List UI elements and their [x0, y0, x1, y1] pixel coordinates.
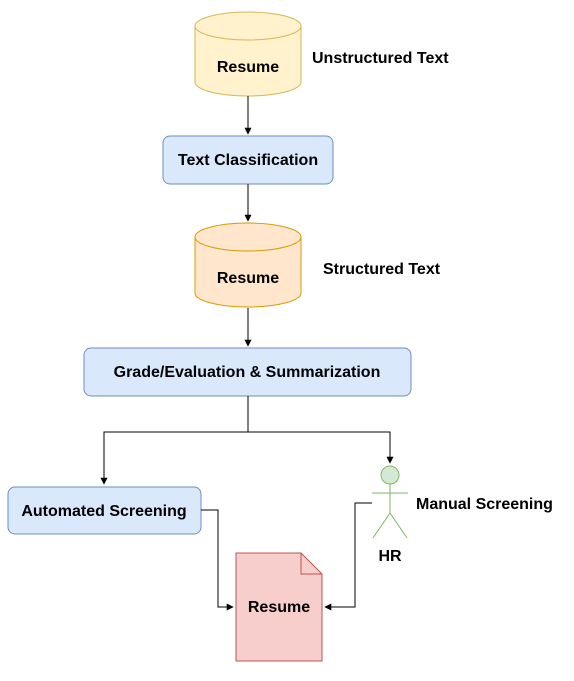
database-label: Resume [217, 59, 279, 76]
process-label: Text Classification [178, 152, 318, 169]
edge-hr-to-document [324, 502, 372, 611]
hr-actor-icon[interactable] [372, 465, 408, 539]
hr-actor-label: HR [378, 548, 402, 565]
cylinder-body [194, 237, 302, 308]
database-structured-resume[interactable]: Resume [194, 222, 302, 308]
grade-evaluation-process[interactable]: Grade/Evaluation & Summarization [83, 347, 412, 397]
resume-document[interactable]: Resume [235, 552, 323, 662]
edge-automated-to-document [201, 509, 234, 611]
process-label: Grade/Evaluation & Summarization [114, 364, 381, 381]
edge-grade-to-hr [248, 431, 394, 464]
manual-screening-caption: Manual Screening [416, 496, 553, 513]
edge-grade-to-automated [100, 396, 249, 485]
actor-head [380, 465, 400, 485]
cylinder-top [194, 11, 302, 41]
structured-text-caption: Structured Text [323, 261, 441, 278]
document-label: Resume [248, 599, 310, 616]
process-label: Automated Screening [21, 503, 186, 520]
cylinder-top [194, 222, 302, 252]
text-classification-process[interactable]: Text Classification [162, 135, 334, 185]
automated-screening-process[interactable]: Automated Screening [7, 486, 202, 535]
document-fold [300, 553, 322, 575]
unstructured-text-caption: Unstructured Text [312, 50, 449, 67]
database-label: Resume [217, 270, 279, 287]
document-shape [235, 552, 323, 662]
actor-left-leg [372, 512, 391, 539]
actor-right-leg [389, 512, 408, 539]
database-unstructured-resume[interactable]: Resume [194, 11, 302, 97]
